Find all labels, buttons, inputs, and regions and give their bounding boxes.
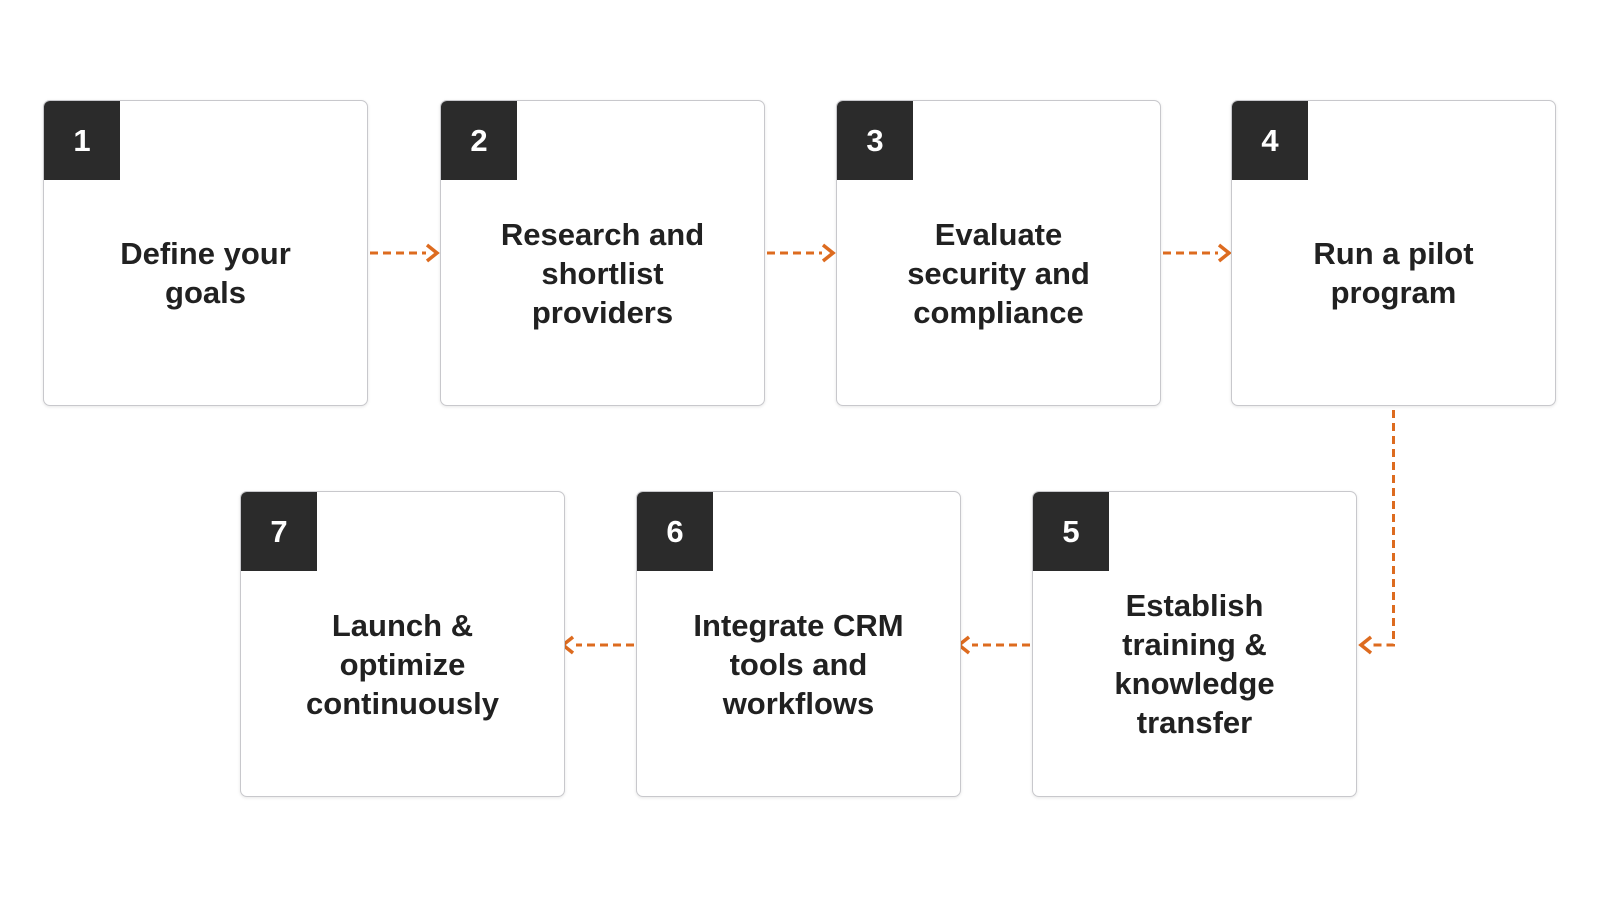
connector-4-5-arrowhead-icon — [1358, 635, 1373, 655]
step-7-number: 7 — [270, 513, 288, 549]
step-2-label: Research and shortlist providers — [500, 216, 705, 330]
step-box-1: 1 Define your goals — [43, 100, 368, 406]
step-2-number: 2 — [470, 122, 488, 158]
step-4-label: Run a pilot program — [1313, 236, 1474, 310]
step-1-label: Define your goals — [120, 236, 291, 310]
step-1-number-badge: 1 — [44, 101, 120, 180]
step-box-6: 6 Integrate CRM tools and workflows — [636, 491, 961, 797]
step-6-number: 6 — [666, 513, 684, 549]
connector-1-2-arrowhead-icon — [425, 243, 440, 263]
step-4-number: 4 — [1261, 122, 1279, 158]
connector-2-3-arrowhead-icon — [821, 243, 836, 263]
step-box-2: 2 Research and shortlist providers — [440, 100, 765, 406]
step-3-number: 3 — [866, 122, 884, 158]
step-1-number: 1 — [73, 122, 91, 158]
step-4-number-badge: 4 — [1232, 101, 1308, 180]
step-box-3: 3 Evaluate security and compliance — [836, 100, 1161, 406]
step-3-number-badge: 3 — [837, 101, 913, 180]
step-6-number-badge: 6 — [637, 492, 713, 571]
step-box-7: 7 Launch & optimize continuously — [240, 491, 565, 797]
step-5-label: Establish training & knowledge transfer — [1114, 588, 1275, 740]
step-7-label: Launch & optimize continuously — [306, 607, 499, 721]
step-5-number-badge: 5 — [1033, 492, 1109, 571]
step-7-number-badge: 7 — [241, 492, 317, 571]
step-2-number-badge: 2 — [441, 101, 517, 180]
step-box-5: 5 Establish training & knowledge transfe… — [1032, 491, 1357, 797]
step-3-label: Evaluate security and compliance — [907, 216, 1090, 330]
step-box-4: 4 Run a pilot program — [1231, 100, 1556, 406]
connector-3-4-arrowhead-icon — [1217, 243, 1232, 263]
connector-4-5 — [1372, 410, 1395, 647]
step-6-label: Integrate CRM tools and workflows — [693, 607, 904, 721]
step-5-number: 5 — [1062, 513, 1080, 549]
